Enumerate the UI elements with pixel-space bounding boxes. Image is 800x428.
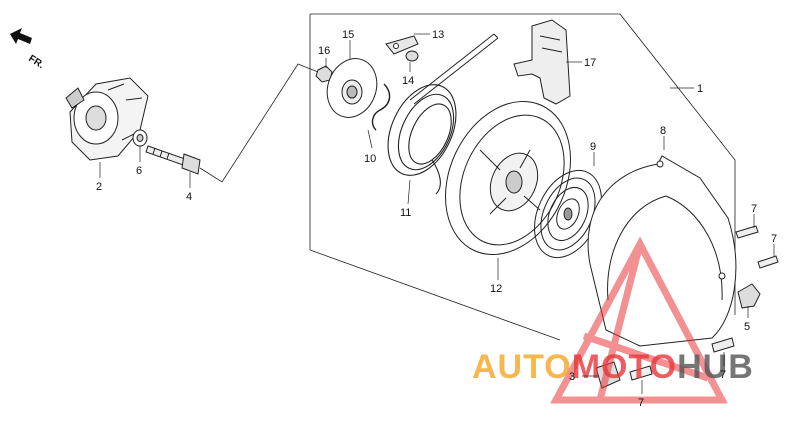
callout-7-bottom: 7 bbox=[638, 397, 644, 409]
callout-3: 3 bbox=[569, 371, 575, 383]
callout-14: 14 bbox=[402, 75, 414, 87]
ratchet-part bbox=[385, 35, 419, 55]
watermark-part-auto: AUTO bbox=[472, 348, 572, 386]
starter-grip-part bbox=[513, 19, 571, 105]
callout-8: 8 bbox=[660, 125, 666, 137]
callout-7-lower: 7 bbox=[720, 369, 726, 381]
guide-part bbox=[737, 283, 761, 309]
watermark-part-hub: HUB bbox=[677, 348, 754, 386]
callout-10: 10 bbox=[364, 153, 376, 165]
callout-5: 5 bbox=[744, 321, 750, 333]
direction-label: FR. bbox=[26, 53, 46, 71]
watermark-logo bbox=[550, 236, 728, 404]
callout-6: 6 bbox=[136, 165, 142, 177]
callout-2: 2 bbox=[96, 181, 102, 193]
case-bolts-part bbox=[629, 225, 779, 381]
callout-11: 11 bbox=[400, 207, 411, 219]
watermark-triangle bbox=[550, 236, 728, 404]
callout-9: 9 bbox=[590, 141, 596, 153]
recoil-spring-part bbox=[387, 84, 457, 195]
front-direction-arrow-icon bbox=[10, 28, 32, 44]
callout-7-top: 7 bbox=[751, 203, 757, 215]
callout-12: 12 bbox=[490, 283, 502, 295]
callout-4: 4 bbox=[186, 191, 192, 203]
callout-1: 1 bbox=[697, 83, 703, 95]
reel-part bbox=[445, 100, 571, 256]
callout-16: 16 bbox=[318, 45, 330, 57]
washer-part bbox=[132, 129, 148, 147]
watermark-part-moto: MOTO bbox=[572, 348, 677, 386]
starter-pulley-part bbox=[65, 77, 149, 161]
starter-case-part bbox=[587, 155, 737, 347]
callout-17: 17 bbox=[584, 57, 596, 69]
watermark-text: AUTOMOTOHUB bbox=[472, 348, 754, 386]
leader-bolt-to-nut bbox=[199, 63, 319, 183]
leader-lines bbox=[99, 33, 775, 394]
starter-rope-part bbox=[409, 33, 499, 105]
spring-clip-part bbox=[371, 83, 391, 131]
spiral-spring-part bbox=[534, 169, 602, 259]
friction-plate-part bbox=[326, 58, 378, 118]
callout-7-right: 7 bbox=[771, 233, 777, 245]
callout-15: 15 bbox=[342, 29, 354, 41]
callout-13: 13 bbox=[432, 29, 444, 41]
bolt-part bbox=[145, 145, 201, 175]
collar-part bbox=[405, 50, 419, 62]
